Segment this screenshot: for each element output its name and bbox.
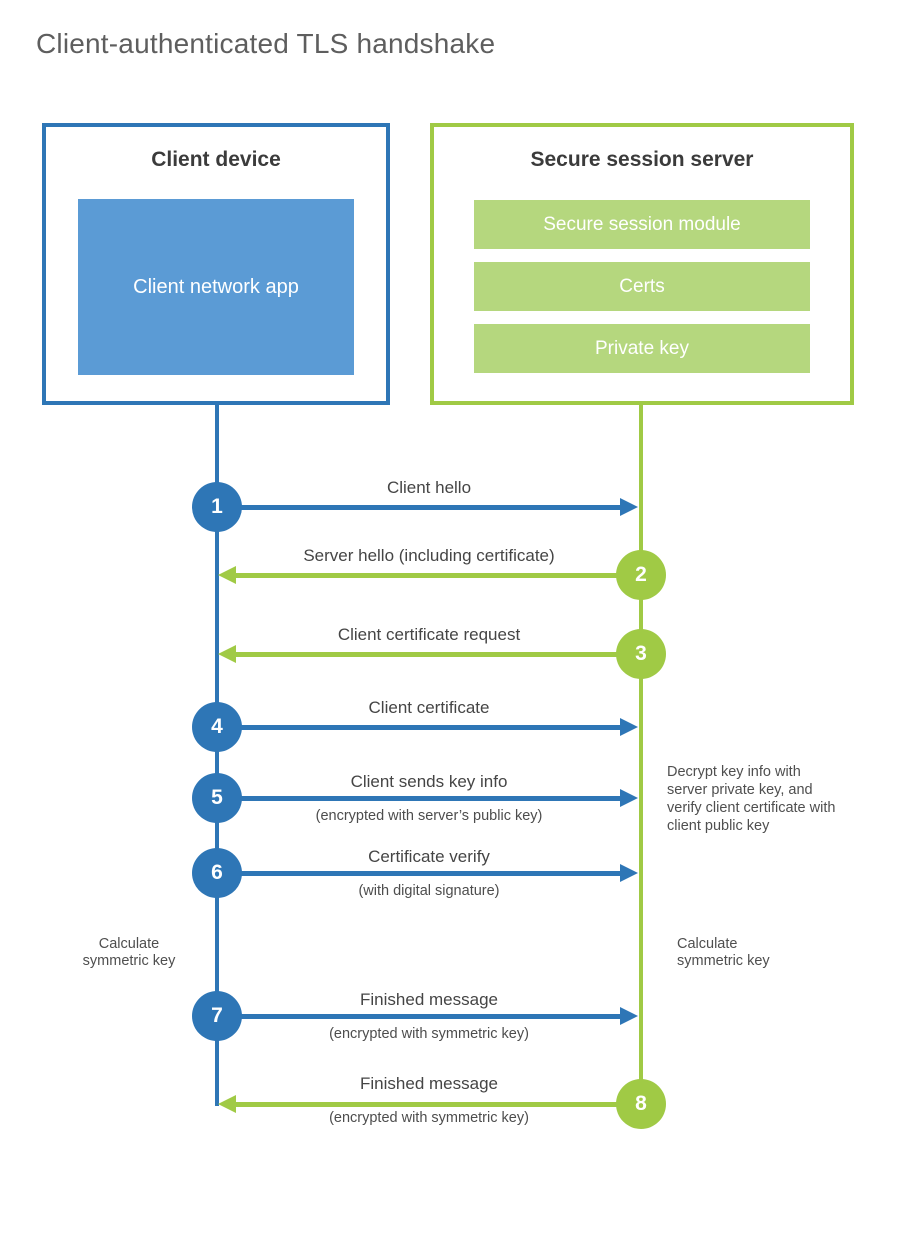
message-sublabel-step7: (encrypted with symmetric key) [329,1026,529,1042]
client-lifeline [215,404,219,1106]
message-sublabel-step5: (encrypted with server’s public key) [315,808,543,824]
message-label-step3: Client certificate request [337,625,521,644]
step-circle-3: 3 [616,629,666,679]
step-circle-1: 1 [192,482,242,532]
arrow-step8 [236,1102,641,1107]
arrow-step7 [217,1014,621,1019]
arrow-step6 [217,871,621,876]
arrowhead-left-icon [218,645,236,663]
arrow-step4 [217,725,621,730]
message-label-step7: Finished message [360,990,498,1009]
arrow-step1 [217,505,621,510]
arrow-step3 [236,652,641,657]
step-circle-2: 2 [616,550,666,600]
server-module-private-key: Private key [474,324,810,373]
message-label-step4: Client certificate [368,698,490,717]
message-label-step1: Client hello [386,478,472,497]
server-lifeline [639,404,643,1104]
arrowhead-left-icon [218,1095,236,1113]
step-circle-6: 6 [192,848,242,898]
decrypt-note: Decrypt key info with server private key… [667,764,836,834]
message-sublabel-step8: (encrypted with symmetric key) [329,1110,529,1126]
secure-session-server-title: Secure session server [530,148,754,171]
step-circle-4: 4 [192,702,242,752]
arrow-step2 [236,573,641,578]
arrowhead-right-icon [620,718,638,736]
step-circle-5: 5 [192,773,242,823]
client-network-app-module: Client network app [78,199,354,375]
page-title: Client-authenticated TLS handshake [36,28,496,59]
step-circle-8: 8 [616,1079,666,1129]
client-device-title: Client device [151,148,281,171]
message-label-step2: Server hello (including certificate) [303,546,555,565]
server-module-certs: Certs [474,262,810,311]
arrowhead-right-icon [620,789,638,807]
server-module-secure-session: Secure session module [474,200,810,249]
step-circle-7: 7 [192,991,242,1041]
message-label-step5: Client sends key info [350,772,508,791]
calc-symmetric-key-server: Calculate symmetric key [677,936,770,969]
message-label-step8: Finished message [360,1074,498,1093]
arrowhead-right-icon [620,864,638,882]
arrow-step5 [217,796,621,801]
arrowhead-right-icon [620,1007,638,1025]
message-sublabel-step6: (with digital signature) [358,883,500,899]
client-network-app-label: Client network app [133,275,299,298]
message-label-step6: Certificate verify [368,847,490,866]
arrowhead-right-icon [620,498,638,516]
calc-symmetric-key-client: Calculate symmetric key [82,936,176,969]
arrowhead-left-icon [218,566,236,584]
